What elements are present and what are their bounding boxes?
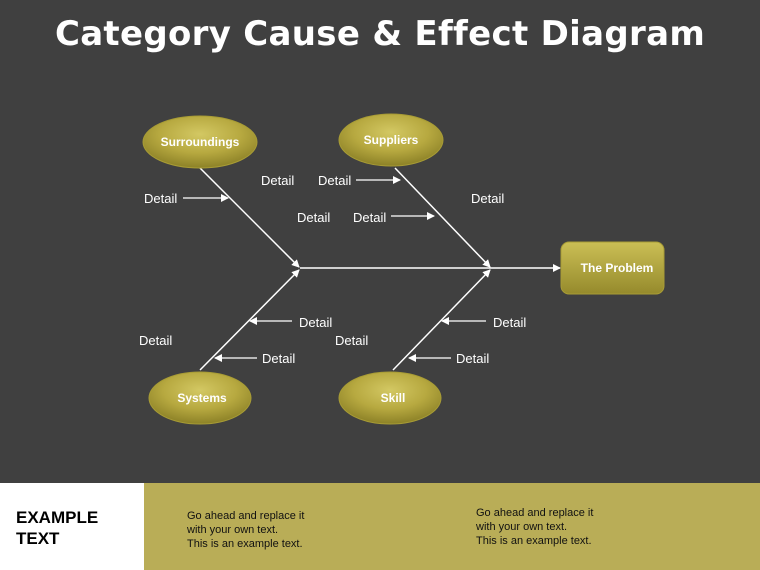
category-suppliers: Suppliers bbox=[338, 113, 444, 167]
footer-heading: EXAMPLE TEXT bbox=[16, 508, 99, 548]
detail-label: Detail bbox=[261, 173, 294, 188]
detail-label: Detail bbox=[493, 315, 526, 330]
detail-label: Detail bbox=[471, 191, 504, 206]
bone-surroundings bbox=[199, 167, 300, 268]
detail-label: Detail bbox=[335, 333, 368, 348]
detail-label: Detail bbox=[318, 173, 351, 188]
detail-label: Detail bbox=[299, 315, 332, 330]
fishbone-diagram: Surroundings Suppliers Systems Skill The… bbox=[139, 113, 665, 425]
category-label: Suppliers bbox=[364, 133, 419, 147]
detail-label: Detail bbox=[144, 191, 177, 206]
category-skill: Skill bbox=[338, 371, 442, 425]
category-surroundings: Surroundings bbox=[142, 115, 258, 169]
detail-label: Detail bbox=[353, 210, 386, 225]
footer-bar: EXAMPLE TEXT Go ahead and replace it wit… bbox=[0, 483, 760, 570]
detail-label: Detail bbox=[456, 351, 489, 366]
category-label: Surroundings bbox=[161, 135, 240, 149]
footer-heading-panel: EXAMPLE TEXT bbox=[0, 483, 144, 570]
bone-suppliers bbox=[394, 167, 491, 268]
footer-text-1: Go ahead and replace it with your own te… bbox=[187, 510, 305, 550]
effect-box: The Problem bbox=[560, 241, 665, 295]
category-label: Skill bbox=[381, 391, 406, 405]
detail-label: Detail bbox=[139, 333, 172, 348]
category-label: Systems bbox=[177, 391, 227, 405]
detail-label: Detail bbox=[262, 351, 295, 366]
effect-label: The Problem bbox=[581, 261, 654, 275]
detail-label: Detail bbox=[297, 210, 330, 225]
footer-text-2: Go ahead and replace it with your own te… bbox=[476, 507, 594, 547]
page-title: Category Cause & Effect Diagram bbox=[54, 14, 706, 54]
category-systems: Systems bbox=[148, 371, 252, 425]
